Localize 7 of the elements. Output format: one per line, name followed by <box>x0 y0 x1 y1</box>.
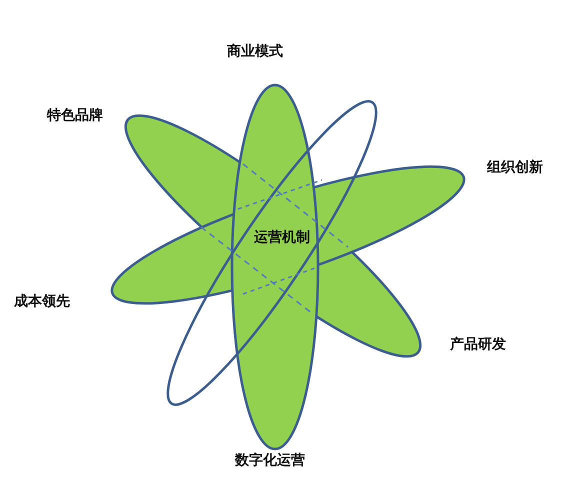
petal-label: 特色品牌 <box>47 108 103 124</box>
petal-label: 组织创新 <box>487 160 543 176</box>
petal-label: 商业模式 <box>227 44 283 60</box>
petal-label: 产品研发 <box>450 337 506 353</box>
petal-label: 数字化运营 <box>235 453 305 469</box>
center-label: 运营机制 <box>254 230 310 246</box>
petal-label: 成本领先 <box>14 294 70 310</box>
